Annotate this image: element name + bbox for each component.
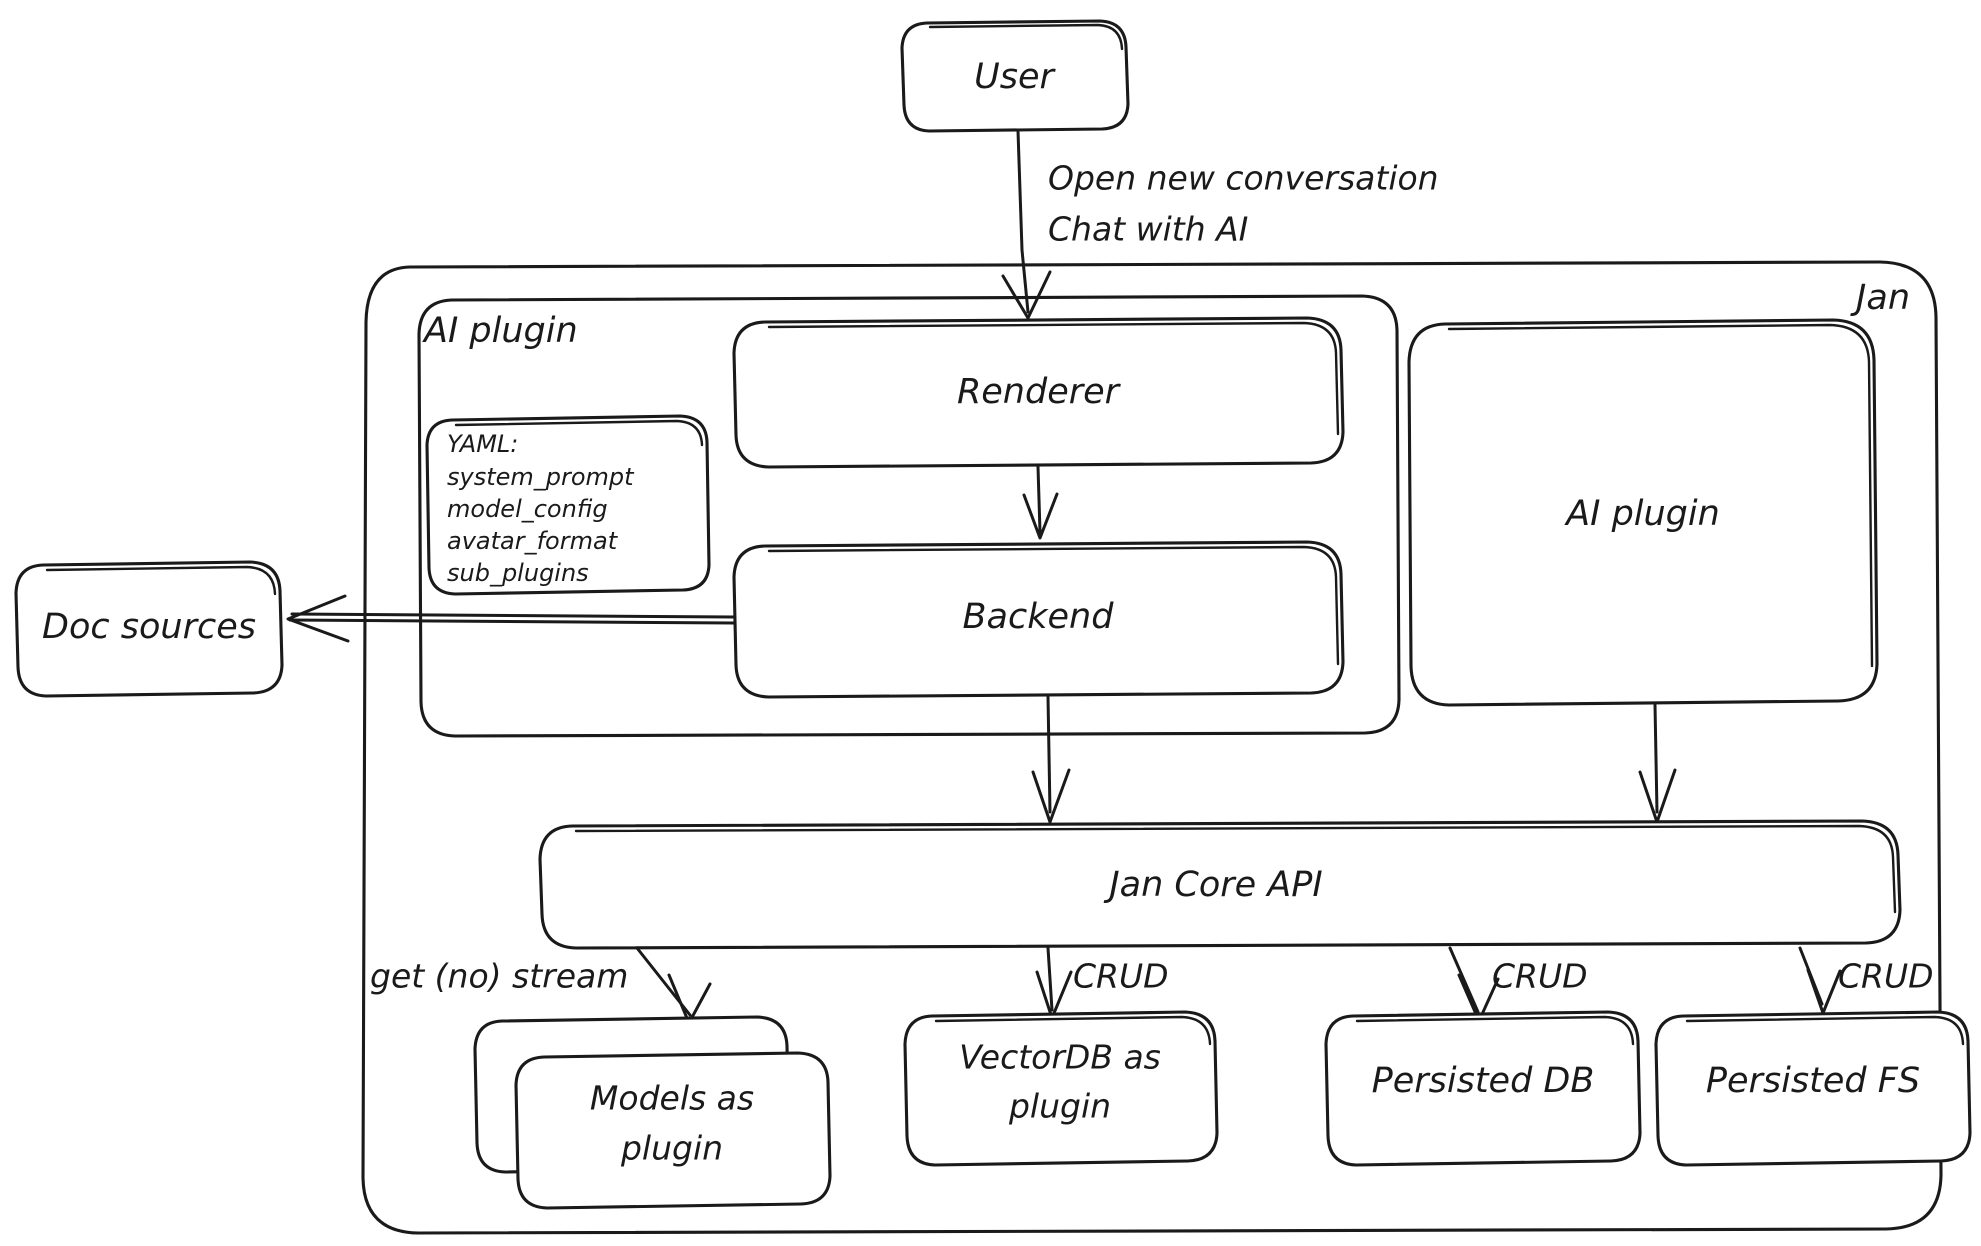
yaml-card-item-3: sub_plugins [447,559,589,587]
edge-user-to-renderer-label-line2: Chat with AI [1048,210,1248,249]
node-renderer-label: Renderer [957,372,1122,412]
yaml-card-item-1: model_config [447,495,608,523]
node-user-label: User [974,57,1056,97]
container-ai-plugin-group: AI plugin [417,294,1401,738]
node-persisted-db-label: Persisted DB [1372,1061,1595,1101]
node-backend[interactable]: Backend [732,540,1345,699]
edge-core-to-models-label: get (no) stream [370,957,628,996]
node-ai-plugin-box-label: AI plugin [1564,494,1720,534]
node-models-plugin[interactable]: Models as plugin [473,1015,832,1210]
node-doc-sources-label: Doc sources [42,607,256,647]
container-ai-plugin-group-label: AI plugin [422,311,578,351]
edge-backend-to-core [1031,695,1071,824]
node-ai-plugin-box[interactable]: AI plugin [1407,318,1879,707]
node-vectordb-plugin-label-line1: VectorDB as [959,1038,1161,1077]
yaml-config-card: YAML: system_prompt model_config avatar_… [425,414,711,596]
edge-core-to-vectordb-label: CRUD [1073,957,1169,996]
node-jan-core-api[interactable]: Jan Core API [538,819,1902,950]
node-renderer[interactable]: Renderer [732,316,1345,469]
edge-core-to-models: get (no) stream [370,946,712,1025]
edge-aiplugin-to-core [1638,703,1677,824]
edge-core-to-persisted-db-label: CRUD [1492,957,1588,996]
node-models-plugin-label-line1: Models as [590,1079,754,1118]
node-vectordb-plugin[interactable]: VectorDB as plugin [903,1010,1219,1167]
node-models-plugin-label-line2: plugin [620,1129,723,1168]
edge-backend-to-doc-sources [286,594,736,643]
container-jan: Jan [361,260,1943,1235]
node-backend-label: Backend [963,597,1115,637]
node-doc-sources[interactable]: Doc sources [14,560,284,698]
yaml-card-item-2: avatar_format [447,527,619,555]
edge-core-to-persisted-fs-label: CRUD [1838,957,1934,996]
edge-user-to-renderer: Open new conversation Chat with AI [1001,129,1439,320]
node-persisted-fs[interactable]: Persisted FS [1654,1010,1972,1167]
yaml-card-title: YAML: [447,430,518,458]
node-jan-core-api-label: Jan Core API [1103,865,1322,905]
edge-core-to-persisted-fs: CRUD [1798,946,1934,1015]
edge-core-to-persisted-db: CRUD [1448,946,1588,1023]
edge-user-to-renderer-label-line1: Open new conversation [1048,159,1439,198]
node-vectordb-plugin-label-line2: plugin [1008,1087,1111,1126]
node-persisted-fs-label: Persisted FS [1706,1061,1920,1101]
node-persisted-db[interactable]: Persisted DB [1324,1010,1642,1167]
node-user[interactable]: User [900,19,1130,133]
yaml-card-item-0: system_prompt [447,463,635,491]
container-jan-label: Jan [1850,278,1910,318]
edge-core-to-vectordb: CRUD [1035,946,1169,1020]
edge-renderer-to-backend [1022,465,1059,540]
